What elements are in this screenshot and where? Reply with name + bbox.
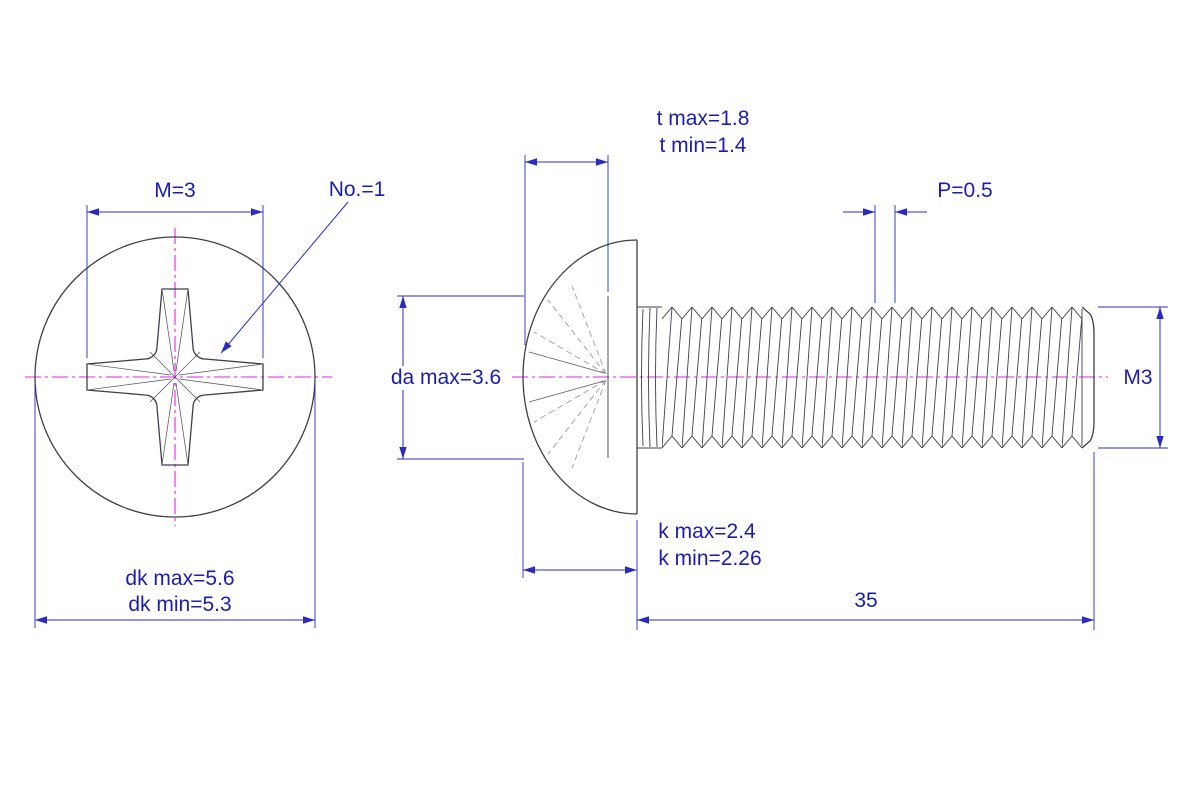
t-dimension-extensions xyxy=(524,155,609,345)
no-leader-line xyxy=(220,201,349,354)
recess-slot-edges xyxy=(528,351,605,403)
p-dimension-extensions xyxy=(874,205,896,303)
k-max-label: k max=2.4 xyxy=(658,520,756,543)
thread-runout-lines xyxy=(641,307,658,448)
m-dimension-extensions xyxy=(86,205,264,358)
head-circle xyxy=(34,236,316,518)
m-dimension-label: M=3 xyxy=(154,179,195,202)
side-view: t max=1.8 t min=1.4 P=0.5 da max=3.6 M3 … xyxy=(388,107,1168,630)
p-label: P=0.5 xyxy=(937,179,992,202)
tip-chamfer xyxy=(1081,306,1095,449)
phillips-recess-facets xyxy=(86,288,264,466)
m3-label: M3 xyxy=(1123,366,1152,389)
recess-hidden-lines xyxy=(533,285,607,469)
t-max-label: t max=1.8 xyxy=(657,107,750,130)
dk-dimension-extensions xyxy=(34,384,316,628)
thread-pattern xyxy=(662,307,1082,448)
da-label-backing xyxy=(388,366,506,390)
da-label: da max=3.6 xyxy=(391,366,501,389)
t-min-label: t min=1.4 xyxy=(660,134,747,157)
shank-lines xyxy=(637,306,662,449)
da-dimension-extensions xyxy=(397,295,524,460)
m3-label-backing xyxy=(1114,366,1158,390)
k-min-label: k min=2.26 xyxy=(658,547,761,570)
head-dome-outline xyxy=(522,239,638,515)
k-dimension-extensions xyxy=(522,462,638,630)
dk-max-label: dk max=5.6 xyxy=(125,567,234,590)
front-view: M=3 No.=1 dk max=5.6 dk min=5.3 xyxy=(25,178,385,628)
no-label: No.=1 xyxy=(329,178,386,201)
dk-min-label: dk min=5.3 xyxy=(128,593,231,616)
length-label: 35 xyxy=(854,589,877,612)
